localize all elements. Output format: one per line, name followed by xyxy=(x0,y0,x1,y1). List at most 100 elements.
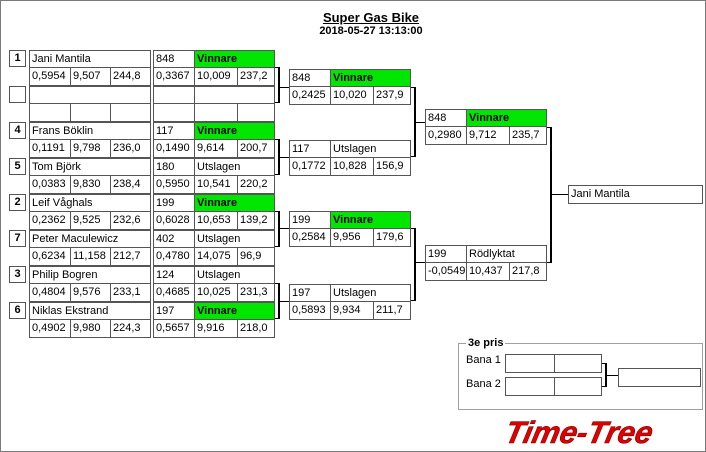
round-1-car-number: 124 xyxy=(154,267,194,284)
rider-speed: 233,1 xyxy=(110,284,150,301)
round-1-reaction-time: 0,4685 xyxy=(156,286,190,298)
round-3-speed: 235,7 xyxy=(509,127,547,144)
round-1-elapsed-time: 9,614 xyxy=(194,140,237,157)
third-place-link xyxy=(606,375,619,376)
bracket-link xyxy=(279,228,289,229)
rider-elapsed-time: 9,980 xyxy=(70,320,110,337)
bracket-link xyxy=(551,194,568,195)
round-1-elapsed-time: 10,653 xyxy=(194,212,237,229)
lane-1-field[interactable] xyxy=(505,354,602,373)
round-1-car-number: 180 xyxy=(154,159,194,176)
round-3-reaction-time: 0,2980 xyxy=(428,129,462,141)
round-2-status: Vinnare xyxy=(330,70,410,87)
round-2-reaction-time: 0,5893 xyxy=(292,304,326,316)
round-1-reaction-time: 0,6028 xyxy=(156,214,190,226)
round-2-car-number: 199 xyxy=(290,212,330,229)
round-2-speed: 179,6 xyxy=(373,229,411,246)
round-1-elapsed-time: 10,541 xyxy=(194,176,237,193)
rider-name: Jani Mantila xyxy=(30,51,150,68)
round-2-speed: 237,9 xyxy=(373,87,411,104)
seed-number: 5 xyxy=(9,158,26,175)
round-1-car-number xyxy=(154,87,194,104)
round-1-speed: 200,7 xyxy=(237,140,275,157)
round-2-elapsed-time: 9,956 xyxy=(330,229,373,246)
rider-reaction-time: 0,2362 xyxy=(32,214,66,226)
rider-name: Tom Björk xyxy=(30,159,150,176)
bracket-line xyxy=(275,67,280,103)
bracket-line xyxy=(411,228,416,301)
round-1-speed xyxy=(237,104,275,121)
round-1-result-box[interactable] xyxy=(153,86,275,122)
round-1-speed: 96,9 xyxy=(237,248,275,265)
round-1-speed: 231,3 xyxy=(237,284,275,301)
round-3-speed: 217,8 xyxy=(509,263,547,280)
rider-box[interactable] xyxy=(29,86,151,122)
round-1-elapsed-time: 14,075 xyxy=(194,248,237,265)
round-1-car-number: 402 xyxy=(154,231,194,248)
round-1-speed: 139,2 xyxy=(237,212,275,229)
round-1-status: Vinnare xyxy=(194,195,274,212)
rider-name xyxy=(30,87,150,104)
third-place-result[interactable] xyxy=(618,368,701,387)
round-3-elapsed-time: 10,437 xyxy=(466,263,509,280)
rider-reaction-time: 0,0383 xyxy=(32,178,66,190)
final-winner-box[interactable]: Jani Mantila xyxy=(568,185,703,204)
time-tree-logo: Time-Tree xyxy=(502,415,657,449)
rider-speed: 244,8 xyxy=(110,68,150,85)
round-1-elapsed-time: 10,025 xyxy=(194,284,237,301)
svg-text:Time-Tree: Time-Tree xyxy=(502,415,656,449)
round-1-reaction-time xyxy=(154,104,194,121)
rider-reaction-time: 0,4902 xyxy=(32,322,66,334)
lane-1-label: Bana 1 xyxy=(466,354,501,366)
round-1-reaction-time: 0,3367 xyxy=(156,70,190,82)
round-1-status: Utslagen xyxy=(194,231,274,248)
round-2-speed: 211,7 xyxy=(373,302,411,319)
rider-speed xyxy=(110,104,150,121)
round-3-car-number: 199 xyxy=(426,246,466,263)
round-1-speed: 220,2 xyxy=(237,176,275,193)
round-3-status: Vinnare xyxy=(466,110,546,127)
round-3-status: Rödlyktat xyxy=(466,246,546,263)
seed-number: 6 xyxy=(9,302,26,319)
round-1-speed: 218,0 xyxy=(237,320,275,337)
rider-name: Peter Maculewicz xyxy=(30,231,150,248)
round-2-status: Vinnare xyxy=(330,212,410,229)
third-place-label: 3e pris xyxy=(466,337,506,349)
rider-name: Philip Bogren xyxy=(30,267,150,284)
bracket-link xyxy=(415,262,425,263)
rider-reaction-time: 0,1191 xyxy=(32,142,65,154)
round-1-status: Vinnare xyxy=(194,51,274,68)
round-2-car-number: 848 xyxy=(290,70,330,87)
round-2-car-number: 197 xyxy=(290,285,330,302)
round-1-car-number: 848 xyxy=(154,51,194,68)
event-title: Super Gas Bike xyxy=(322,10,420,25)
round-1-status: Utslagen xyxy=(194,267,274,284)
bracket-link xyxy=(279,157,289,158)
rider-elapsed-time: 11,158 xyxy=(70,248,110,265)
lane-2-field[interactable] xyxy=(505,377,602,396)
rider-name: Leif Våghals xyxy=(30,195,150,212)
round-1-elapsed-time: 9,916 xyxy=(194,320,237,337)
round-2-status: Utslagen xyxy=(330,285,410,302)
